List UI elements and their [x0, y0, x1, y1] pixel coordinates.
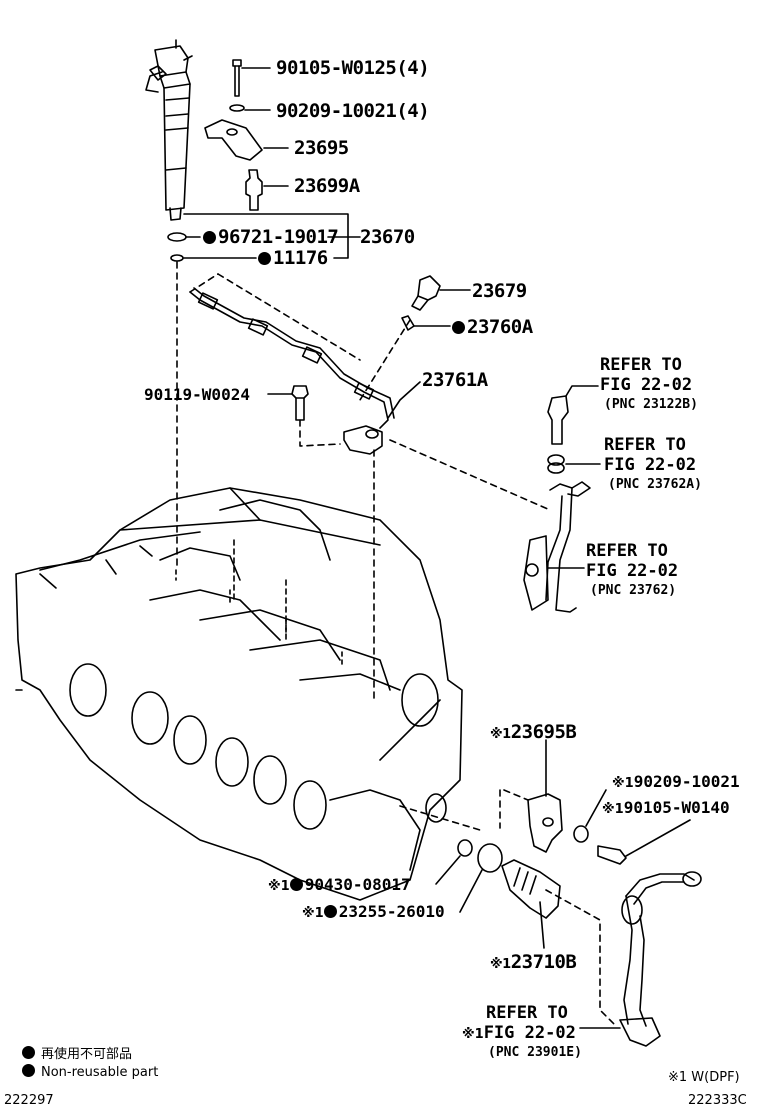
- dpf-injector-drawing: [399, 739, 702, 1047]
- refer-note-23901e: REFER TO ※1FIG 22-02 (PNC 23901E): [462, 1003, 582, 1060]
- legend-jp: 再使用不可部品: [22, 1043, 132, 1062]
- part-label-23679: 23679: [472, 280, 527, 302]
- part-label-23760a: 23760A: [452, 317, 533, 337]
- footer-dpf-note: ※1 W(DPF): [668, 1070, 740, 1085]
- part-label-96721-19017: 96721-19017: [203, 227, 339, 247]
- bolt-90119-drawing: [267, 385, 309, 421]
- non-reusable-dot-icon: [289, 878, 303, 891]
- refer-note-23122b: REFER TO FIG 22-02 (PNC 23122B): [600, 355, 698, 412]
- part-label-23710b: ※123710B: [490, 951, 577, 973]
- non-reusable-dot-icon: [452, 321, 465, 334]
- fuel-injector-drawing: [145, 39, 193, 221]
- part-label-11176: 11176: [258, 248, 328, 268]
- non-reusable-dot-icon: [323, 905, 337, 918]
- upper-leaders: [167, 59, 361, 262]
- part-label-90209-10021: 90209-10021(4): [276, 100, 430, 122]
- non-reusable-dot-icon: [22, 1046, 35, 1059]
- part-label-90105-w0140: ※190105-W0140: [602, 798, 730, 818]
- refer-note-23762a: REFER TO FIG 22-02 (PNC 23762A): [604, 435, 702, 492]
- part-label-90119-w0024: 90119-W0024: [144, 385, 250, 404]
- union-bolt-drawing: [401, 275, 471, 331]
- footer-right-code: 222333C: [688, 1093, 747, 1108]
- part-label-23695: 23695: [294, 137, 349, 159]
- engine-block-drawing: [15, 487, 463, 901]
- part-label-23761a: 23761A: [422, 369, 488, 391]
- refer-note-23762: REFER TO FIG 22-02 (PNC 23762): [586, 541, 679, 598]
- non-reusable-dot-icon: [22, 1064, 35, 1077]
- part-label-23699a: 23699A: [294, 175, 360, 197]
- part-label-23695b: ※123695B: [490, 721, 577, 743]
- footer-left-code: 222297: [4, 1093, 54, 1108]
- part-label-23670: 23670: [360, 226, 415, 248]
- non-reusable-dot-icon: [258, 252, 271, 265]
- part-label-90105-w0125: 90105-W0125(4): [276, 57, 430, 79]
- non-reusable-dot-icon: [203, 231, 216, 244]
- part-label-90209-10021-dpf: ※190209-10021: [612, 772, 740, 792]
- sensor-tube-drawing: [523, 385, 601, 613]
- legend-en: Non-reusable part: [22, 1064, 158, 1080]
